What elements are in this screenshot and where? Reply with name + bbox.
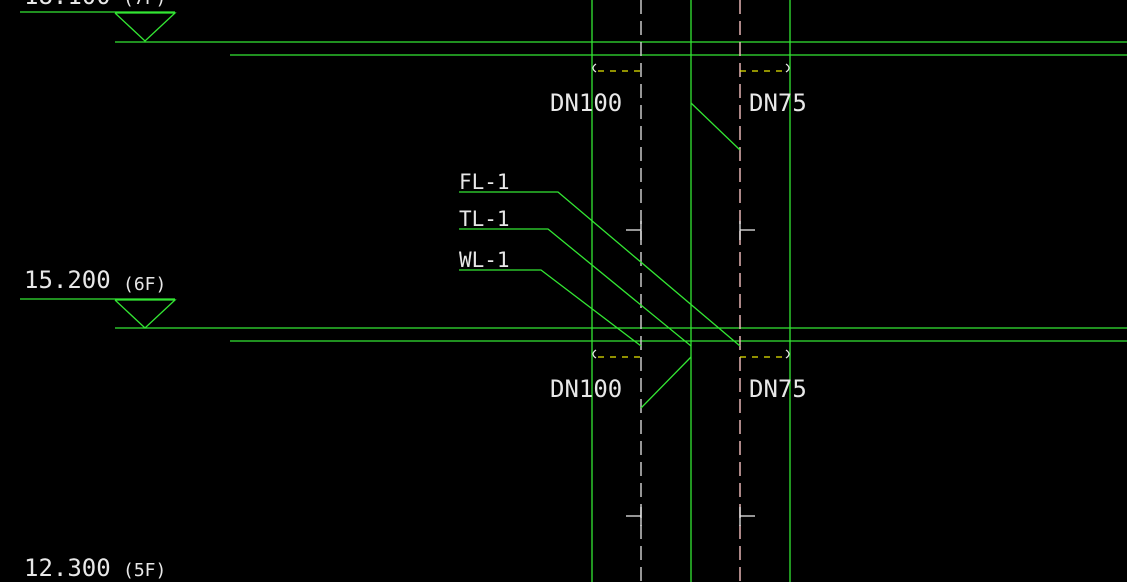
pipe-size-lower-left: DN100 <box>550 375 622 403</box>
branch-lower-left <box>592 349 641 359</box>
level-top-elevation: 18.100 <box>24 0 111 10</box>
level-middle-elevation: 15.200 <box>24 266 111 294</box>
level-top-triangle <box>114 12 177 42</box>
level-marker-middle: 15.200 (6F) <box>20 266 177 329</box>
level-middle-floor: (6F) <box>123 274 166 295</box>
cleanout-markers <box>626 221 755 526</box>
leader-lines <box>459 191 741 347</box>
pipe-size-upper-right: DN75 <box>749 89 807 117</box>
leader-line-fl <box>459 191 741 347</box>
leader-label-fl: FL-1 <box>459 170 510 194</box>
leader-line-wl <box>459 269 642 347</box>
vent-connection-lower <box>640 356 692 409</box>
level-middle-triangle <box>114 299 177 329</box>
branch-lower-right-hook <box>785 349 790 359</box>
branch-upper-left <box>592 63 641 73</box>
pipe-size-lower-right: DN75 <box>749 375 807 403</box>
branch-upper-right <box>740 63 790 73</box>
level-marker-top: 18.100 (7F) <box>20 0 177 42</box>
level-bottom-elevation: 12.300 <box>24 554 111 582</box>
vent-connection-upper <box>690 102 741 151</box>
leader-label-wl: WL-1 <box>459 248 510 272</box>
level-top-floor: (7F) <box>123 0 166 9</box>
leader-line-tl <box>459 228 692 347</box>
level-marker-bottom: 12.300 (5F) <box>24 554 166 582</box>
leader-label-tl: TL-1 <box>459 207 510 231</box>
level-bottom-floor: (5F) <box>123 560 166 581</box>
branch-upper-left-hook <box>592 63 597 73</box>
pipe-size-upper-left: DN100 <box>550 89 622 117</box>
branch-lower-left-hook <box>592 349 597 359</box>
branch-lower-right <box>740 349 790 359</box>
branch-upper-right-hook <box>785 63 790 73</box>
